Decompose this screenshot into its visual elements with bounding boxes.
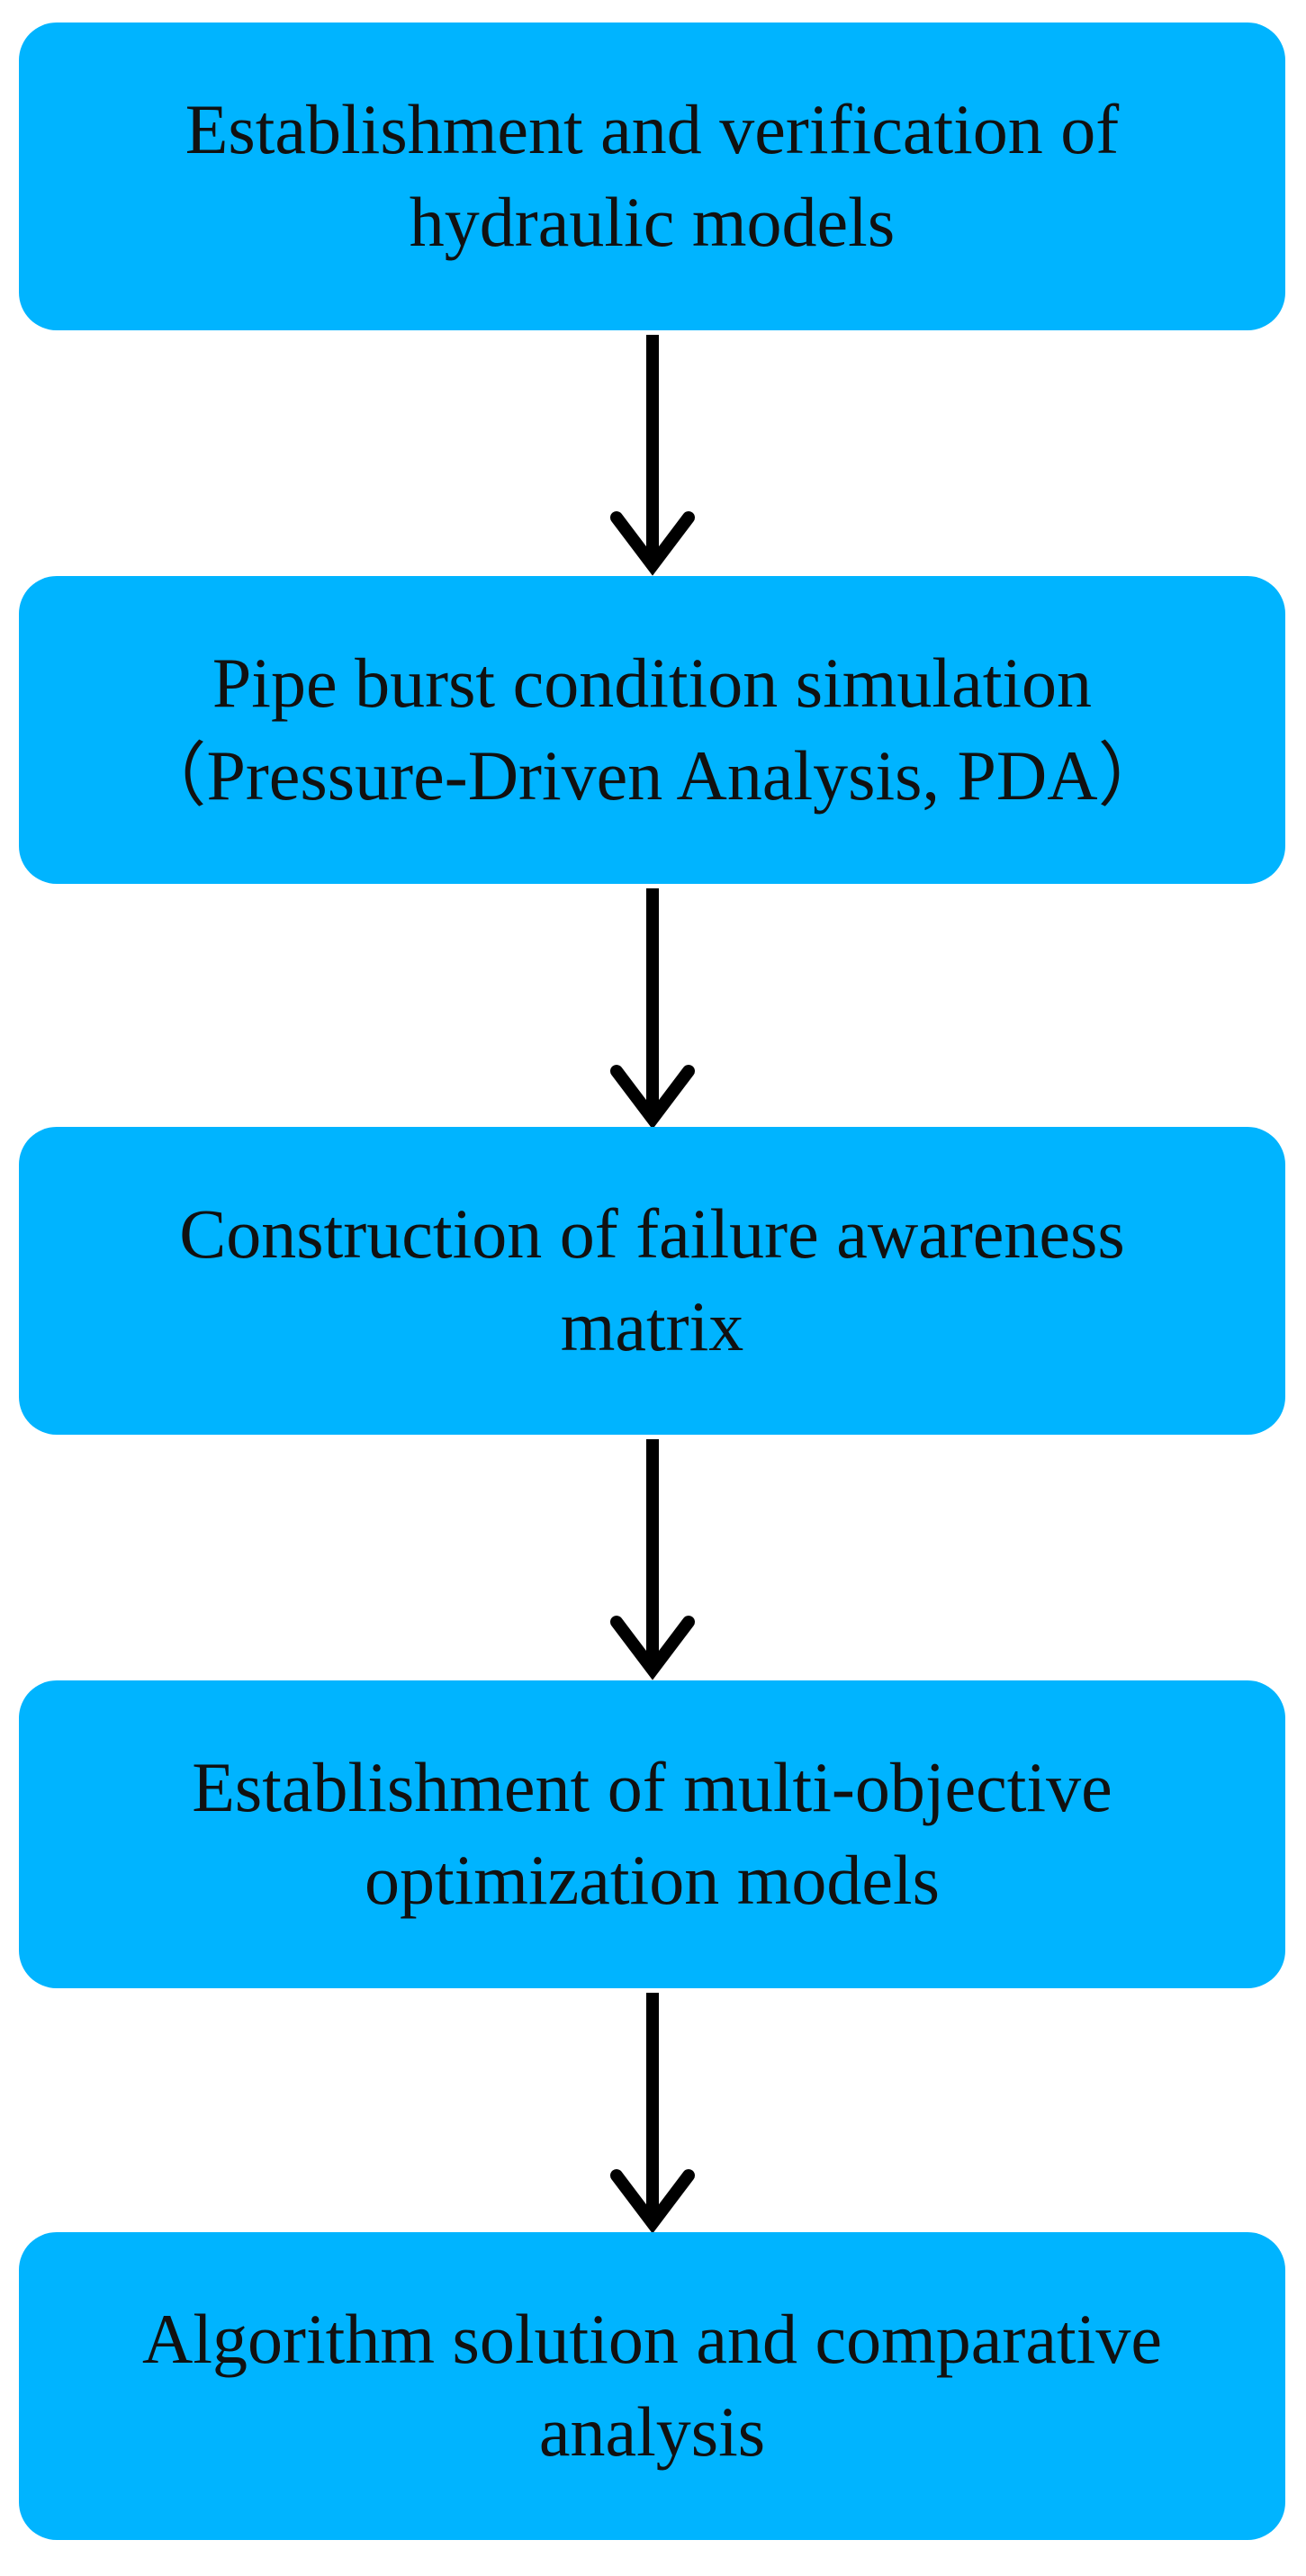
step-label: Establishment and verification of hydrau… [185,90,1120,261]
arrow-down-icon [608,333,698,576]
step-label: Algorithm solution and comparative analy… [142,2300,1162,2471]
step-label: Construction of failure awareness matrix [179,1194,1125,1365]
arrow-down-icon [608,1991,698,2234]
arrow-down-icon [608,887,698,1130]
step-box-failure-awareness-matrix: Construction of failure awareness matrix [19,1127,1285,1435]
step-box-pipe-burst-simulation: Pipe burst condition simulation （Pressur… [19,576,1285,884]
step-label: Establishment of multi-objective optimiz… [192,1748,1112,1919]
step-box-multi-objective-models: Establishment of multi-objective optimiz… [19,1680,1285,1988]
arrow-down-icon [608,1437,698,1680]
step-box-hydraulic-models: Establishment and verification of hydrau… [19,23,1285,330]
step-label: Pipe burst condition simulation （Pressur… [136,644,1168,815]
step-box-algorithm-solution: Algorithm solution and comparative analy… [19,2232,1285,2540]
